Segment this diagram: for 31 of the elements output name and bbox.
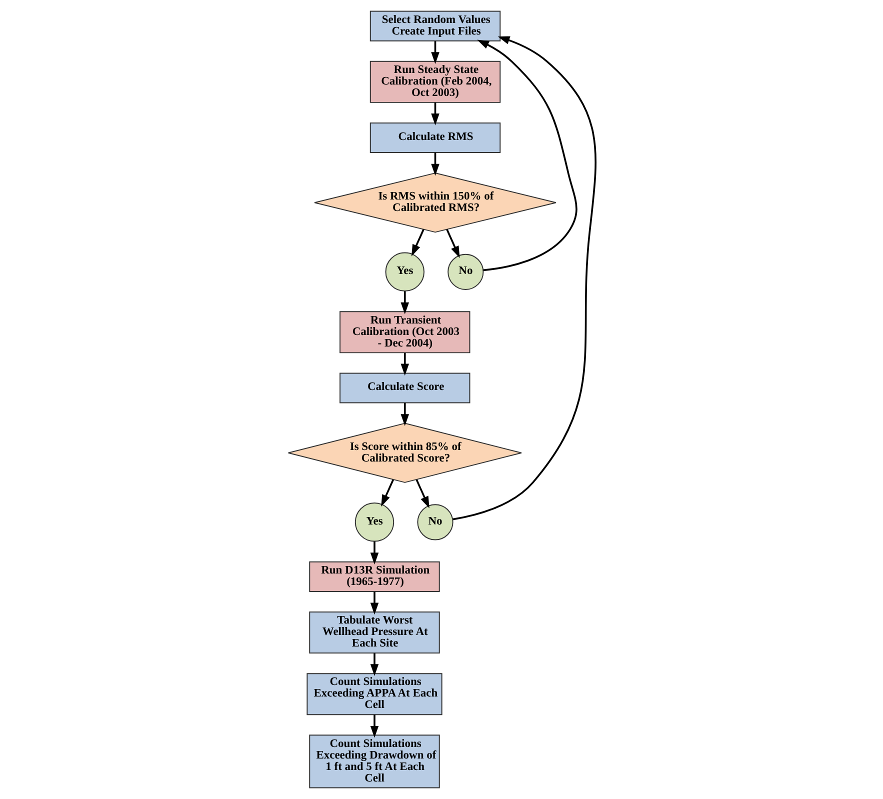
arrow	[476, 40, 577, 272]
arrow	[452, 36, 596, 520]
arrow	[446, 229, 460, 258]
node-circle: No	[416, 504, 453, 540]
arrow	[380, 479, 394, 507]
node-circle: Yes	[354, 502, 394, 542]
arrow	[430, 152, 439, 176]
arrow	[370, 653, 378, 676]
arrow	[400, 291, 409, 314]
node-box: Run Transient Calibration (Oct 2003 - Dec 2004)	[339, 311, 470, 354]
node-box: Run Steady State Calibration (Feb 2004, Oct 2003)	[369, 60, 500, 103]
arrow	[370, 541, 378, 565]
arrow	[370, 714, 378, 738]
node-box: Tabulate Worst Wellhead Pressure At Each Site	[308, 612, 440, 654]
arrow	[400, 402, 409, 426]
node-diamond: Is Score within 85% of Calibrated Score?	[287, 422, 522, 483]
node-circle: No	[447, 254, 484, 290]
arrow	[430, 102, 439, 126]
arrow	[400, 352, 409, 376]
node-box: Count Simulations Exceeding Drawdown of 1 ft and 5 ft At Each Cell	[308, 734, 440, 788]
node-box: Count Simulations Exceeding APPA At Each Cell	[306, 673, 442, 716]
arrow	[370, 592, 378, 615]
arrow	[430, 41, 439, 64]
arrow	[415, 479, 429, 508]
node-box: Calculate RMS	[369, 122, 500, 154]
node-circle: Yes	[384, 252, 424, 292]
node-diamond: Is RMS within 150% of Calibrated RMS?	[314, 172, 556, 233]
node-box: Calculate Score	[339, 372, 470, 404]
node-box: Run D13R Simulation (1965-1977)	[308, 561, 440, 592]
node-box: Select Random Values Create Input Files	[369, 10, 500, 42]
arrow	[410, 229, 424, 256]
